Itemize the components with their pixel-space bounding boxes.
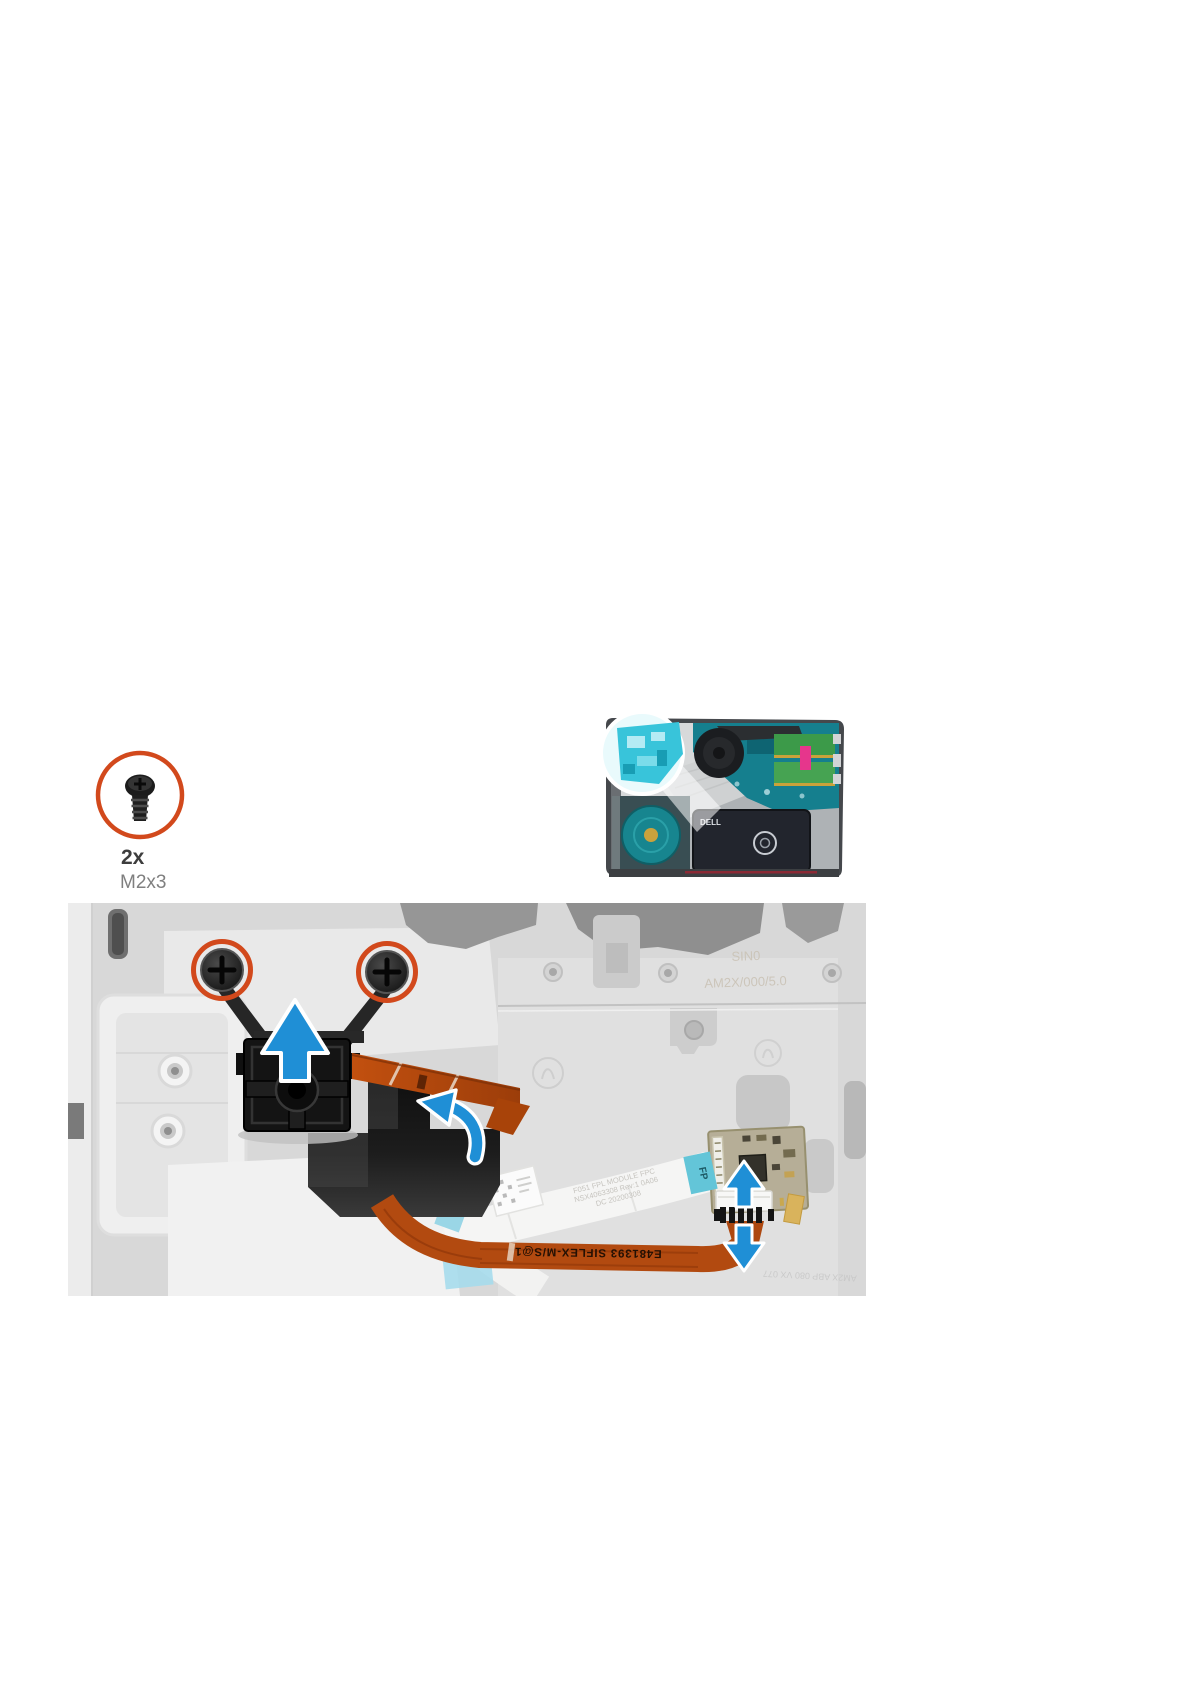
power-button-cable [351, 1053, 530, 1135]
svg-text:E481393 SIFLEX-M/S@1: E481393 SIFLEX-M/S@1 [514, 1245, 662, 1260]
mirrored-watermark: AM2X ABP 080 VX 077 [763, 1269, 857, 1284]
molded-emblem [532, 1039, 782, 1089]
screw-2 [356, 941, 418, 1003]
ffc-qr-label [485, 1164, 545, 1218]
bottom-edge [609, 869, 839, 877]
screw-size-label: M2x3 [120, 872, 167, 893]
screw-count-label: 2x [121, 846, 145, 869]
power-button-removal-illustration: SIN0 AM2X/000/5.0 AM2X ABP 080 VX 077 [68, 903, 866, 1296]
left-notch [68, 1103, 84, 1139]
battery-brand-label: DELL [700, 818, 721, 827]
mylar-sticker [308, 1079, 500, 1217]
hard-drive [612, 796, 690, 875]
screw-1 [191, 939, 253, 1001]
connector-arrow-down-icon [722, 1223, 766, 1273]
cable-marking-text: E481393 SIFLEX-M/S@1 [514, 1245, 662, 1260]
screw-ring-2 [356, 941, 418, 1003]
power-button-highlight [599, 712, 721, 832]
svg-text:SIN0: SIN0 [731, 948, 760, 964]
connector-arrow-up-icon [722, 1159, 766, 1209]
rubber-bumper-right [804, 1139, 834, 1193]
svg-text:AM2X/000/5.0: AM2X/000/5.0 [704, 973, 787, 991]
screw-boss [543, 962, 842, 983]
battery: DELL [692, 809, 811, 873]
laptop-overview-thumbnail: DELL [597, 712, 849, 884]
peel-arrow-curved-icon [416, 1088, 486, 1166]
ram-pull-tab [800, 746, 811, 770]
standoff-post [150, 1053, 193, 1149]
right-edge-bumper [844, 1081, 866, 1159]
fan [694, 728, 744, 778]
ram-modules [774, 734, 835, 786]
fp-pull-tab: FP [683, 1151, 718, 1195]
svg-text:AM2X ABP 080 VX 077: AM2X ABP 080 VX 077 [763, 1269, 857, 1284]
svg-text:FP: FP [696, 1166, 709, 1181]
top-recess-right [782, 903, 844, 943]
lift-arrow-up-icon [260, 998, 330, 1083]
u-bracket [670, 1008, 717, 1054]
side-ports [833, 734, 841, 784]
screw-glyph [125, 774, 155, 821]
top-recess-left [400, 903, 538, 949]
screw-icon [95, 750, 185, 840]
kapton-tape [783, 1193, 805, 1225]
screw-ring-1 [191, 939, 253, 1001]
molded-part-text: SIN0 AM2X/000/5.0 [704, 948, 787, 991]
screw-count-callout: 2x M2x3 [95, 748, 205, 893]
rubber-bumper-upper [736, 1075, 790, 1131]
